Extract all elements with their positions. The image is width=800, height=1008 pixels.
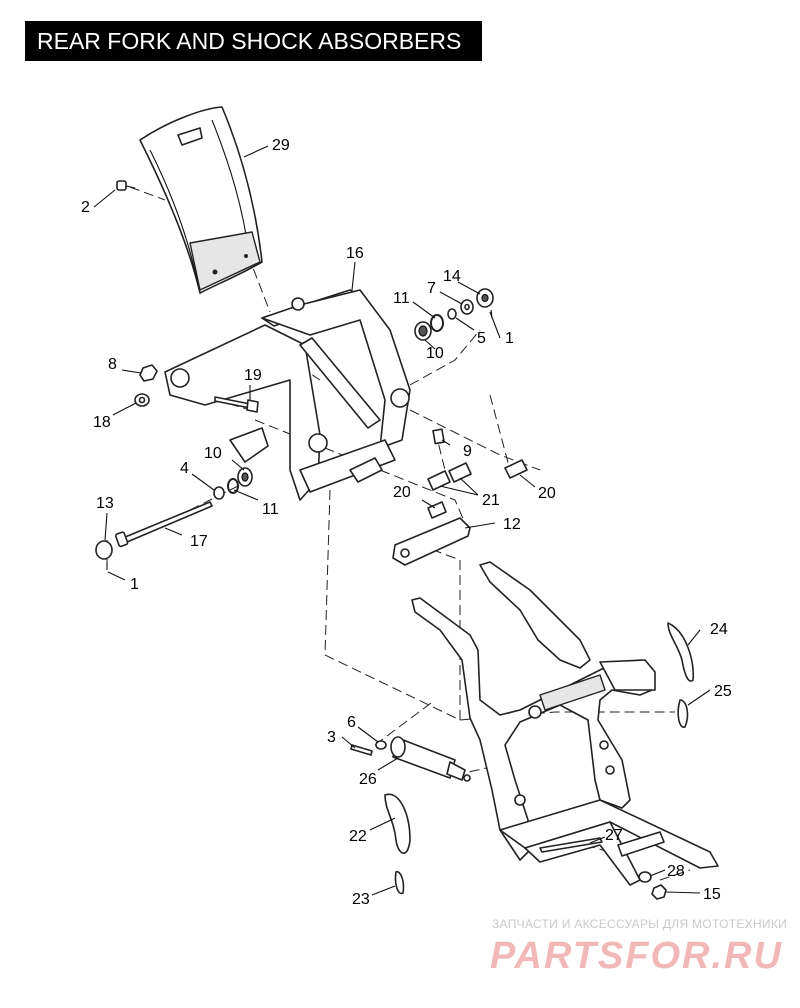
callout-23: 23 [352,891,370,908]
part-2-screw [116,180,136,191]
part-12-bracket [392,517,471,566]
callout-8: 8 [108,356,117,373]
part-11-retaining-ring-b [227,478,239,494]
callout-1-a: 1 [505,330,514,347]
watermark: ЗАПЧАСТИ И АКСЕССУАРЫ ДЛЯ МОТОТЕХНИКИ PA… [490,917,787,977]
callout-21: 21 [482,492,500,509]
part-19-bolt [214,396,259,413]
callout-13: 13 [96,495,114,512]
part-16-rear-fork [164,289,411,501]
part-13-nut [95,540,113,560]
callout-2: 2 [81,199,90,216]
part-10-bearing-b [237,467,253,487]
callout-12: 12 [503,516,521,533]
callout-labels: 29 2 16 14 7 11 5 1 10 8 19 18 10 9 4 20… [81,137,732,908]
part-10-bearing-a [414,321,432,341]
part-27-rod [539,837,603,853]
part-8-nut [139,364,158,382]
part-18-washer [134,393,150,407]
watermark-tagline: ЗАПЧАСТИ И АКСЕССУАРЫ ДЛЯ МОТОТЕХНИКИ [492,917,787,931]
part-6-washer [375,740,387,750]
callout-18: 18 [93,414,111,431]
callout-1-b: 1 [130,576,139,593]
callout-20-a: 20 [393,484,411,501]
part-9-clip [432,428,445,445]
part-14-cap [476,288,494,308]
part-21-bushings [427,462,472,491]
callout-11-b: 11 [262,501,279,518]
callout-24: 24 [710,621,728,638]
callout-7: 7 [427,280,436,297]
part-7-washer [460,299,474,315]
callout-19: 19 [244,367,262,384]
motorcycle-frame [411,561,719,886]
callout-27: 27 [605,827,623,844]
callout-5: 5 [477,330,486,347]
part-17-axle [114,501,213,548]
callout-4: 4 [180,460,189,477]
callout-26: 26 [359,771,377,788]
part-5-spacer [447,308,457,320]
part-11-retaining-ring-a [430,314,444,332]
callout-22: 22 [349,828,367,845]
part-25-trim [677,699,689,728]
watermark-logo: PARTSFOR.RU [490,935,783,977]
part-24-trim [667,622,695,682]
callout-17: 17 [190,533,208,550]
part-22-trim [384,793,411,854]
callout-10-b: 10 [204,445,222,462]
callout-16: 16 [346,245,364,262]
callout-25: 25 [714,683,732,700]
callout-3: 3 [327,729,336,746]
part-20-bushing-a [504,459,528,479]
part-28-washer [638,871,652,883]
part-29-fender-cover [139,106,263,294]
callout-14: 14 [443,268,461,285]
callout-20-b: 20 [538,485,556,502]
part-4-washer [213,486,225,500]
callout-9: 9 [463,443,472,460]
part-20-bushing-b [427,501,447,519]
diagram-title: REAR FORK AND SHOCK ABSORBERS [25,21,482,61]
callout-10-a: 10 [426,345,444,362]
callout-11-a: 11 [393,290,410,307]
callout-28: 28 [667,863,685,880]
leader-lines [93,145,711,896]
part-26-shock-absorber [390,736,471,782]
callout-6: 6 [347,714,356,731]
callout-29: 29 [272,137,290,154]
part-3-bolt [350,744,373,756]
part-23-trim [394,871,405,895]
callout-15: 15 [703,886,721,903]
part-15-nut [651,884,667,900]
